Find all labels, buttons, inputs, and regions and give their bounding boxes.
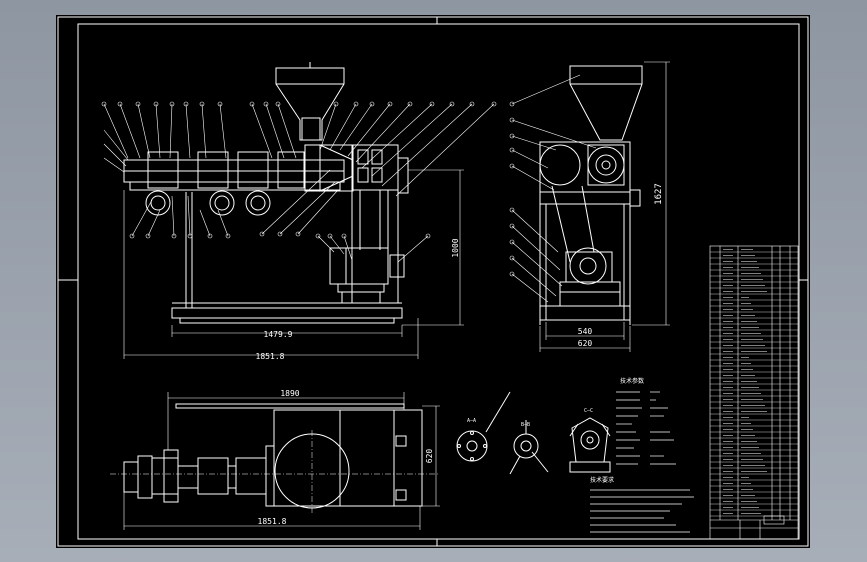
dim-front-length-a: 1479.9 — [264, 330, 293, 339]
outer-frame — [57, 16, 809, 547]
dim-side-width-b: 620 — [578, 339, 593, 348]
section-label-c: C—C — [584, 408, 593, 414]
tech-spec-title: 技术参数 — [620, 377, 644, 385]
plan-dimension-lines — [123, 392, 440, 530]
tech-req-lines — [590, 489, 694, 533]
dim-side-height: 1627 — [654, 183, 664, 205]
front-dimension-lines — [123, 169, 464, 359]
front-leaders — [103, 103, 495, 263]
parts-list — [709, 245, 799, 540]
centering-marks — [58, 17, 808, 546]
inner-frame — [77, 23, 800, 540]
section-details — [456, 391, 611, 475]
plan-centerlines — [110, 430, 440, 515]
front-balloons — [101, 101, 497, 239]
tech-spec-lines — [616, 391, 676, 465]
dim-plan-length-a: 1890 — [280, 389, 299, 398]
tech-req-title: 技术要求 — [590, 476, 614, 484]
dim-side-width-a: 540 — [578, 327, 593, 336]
parts-list-rows — [710, 251, 798, 517]
section-label-a: A—A — [467, 418, 476, 424]
dim-plan-height: 620 — [425, 449, 434, 464]
title-block — [710, 515, 798, 539]
side-leaders — [509, 74, 597, 303]
plan-view — [123, 403, 423, 509]
side-dimension-lines — [539, 61, 670, 352]
dim-front-height: 1000 — [451, 238, 460, 257]
dim-plan-length-b: 1851.8 — [258, 517, 287, 526]
dim-front-length-b: 1851.8 — [256, 352, 285, 361]
front-view — [123, 62, 409, 324]
section-label-b: B—B — [521, 422, 530, 428]
parts-list-text — [723, 249, 767, 514]
paper-background — [56, 15, 810, 548]
side-view — [539, 65, 643, 325]
